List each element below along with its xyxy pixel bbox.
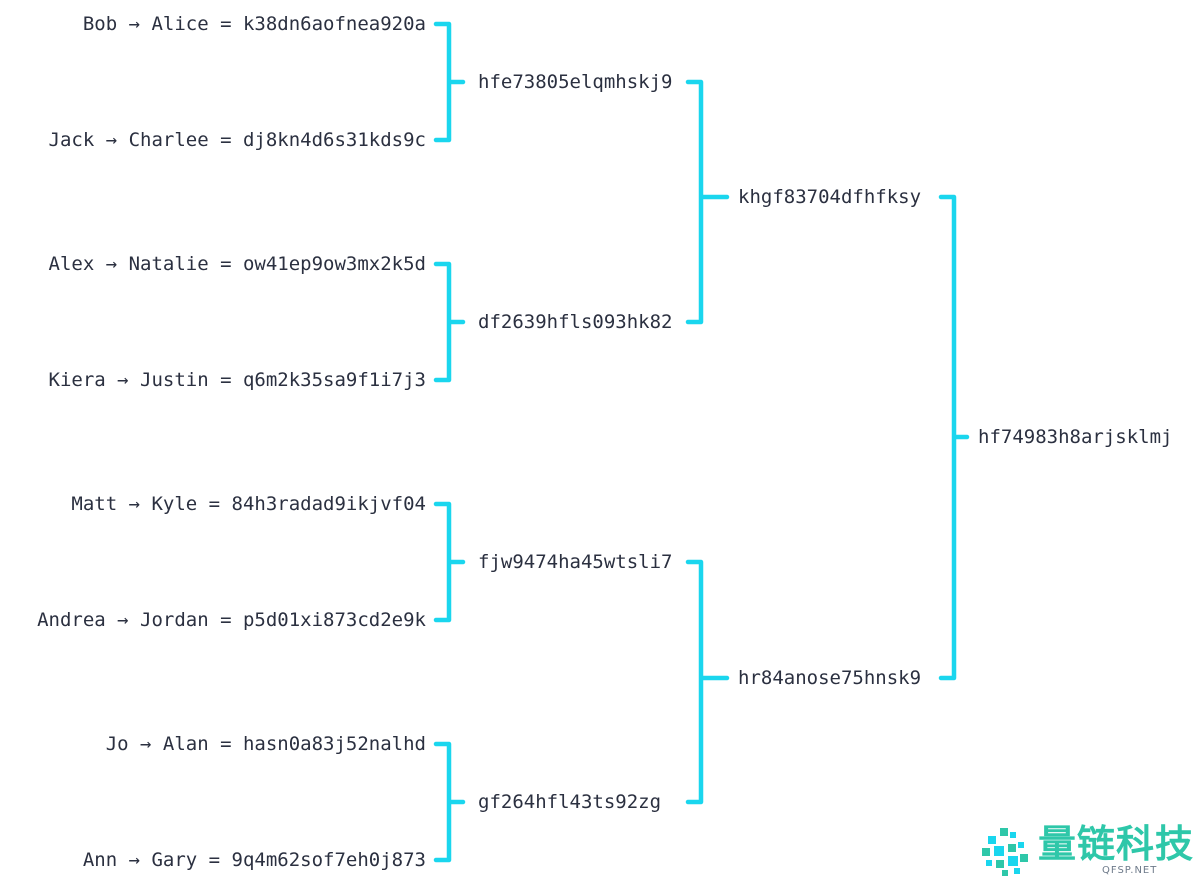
bracket-level1-pair-2 (685, 559, 730, 805)
logo-name: 量链科技 (1038, 822, 1195, 866)
bracket-leaf-pair-2 (433, 261, 466, 383)
leaf-node-4: Kiera → Justin = q6m2k35sa9f1i7j3 (48, 369, 427, 391)
leaf-node-3: Alex → Natalie = ow41ep9ow3mx2k5d (48, 253, 427, 275)
leaf-node-5: Matt → Kyle = 84h3radad9ikjvf04 (71, 493, 426, 515)
leaf-node-8: Ann → Gary = 9q4m62sof7eh0j873 (82, 849, 426, 871)
level1-hash-3: fjw9474ha45wtsli7 (478, 551, 673, 573)
bracket-leaf-pair-3 (433, 501, 466, 623)
brand-logo: 量链科技 QFSP.NET (980, 822, 1195, 882)
bracket-level2-pair (938, 194, 970, 681)
bracket-leaf-pair-4 (433, 741, 466, 863)
level1-hash-4: gf264hfl43ts92zg (478, 791, 662, 813)
bracket-leaf-pair-1 (433, 21, 466, 143)
leaf-node-2: Jack → Charlee = dj8kn4d6s31kds9c (48, 129, 427, 151)
level2-hash-2: hr84anose75hnsk9 (738, 667, 922, 689)
leaf-node-6: Andrea → Jordan = p5d01xi873cd2e9k (37, 609, 426, 631)
leaf-node-1: Bob → Alice = k38dn6aofnea920a (82, 13, 426, 35)
level1-hash-1: hfe73805elqmhskj9 (478, 71, 673, 93)
leaf-node-7: Jo → Alan = hasn0a83j52nalhd (105, 733, 426, 755)
logo-mark-icon (982, 828, 1028, 876)
level2-hash-1: khgf83704dfhfksy (738, 186, 922, 208)
level1-hash-2: df2639hfls093hk82 (478, 311, 673, 333)
logo-domain: QFSP.NET (1102, 865, 1158, 876)
bracket-level1-pair-1 (685, 79, 730, 325)
root-hash: hf74983h8arjsklmj (978, 426, 1173, 448)
